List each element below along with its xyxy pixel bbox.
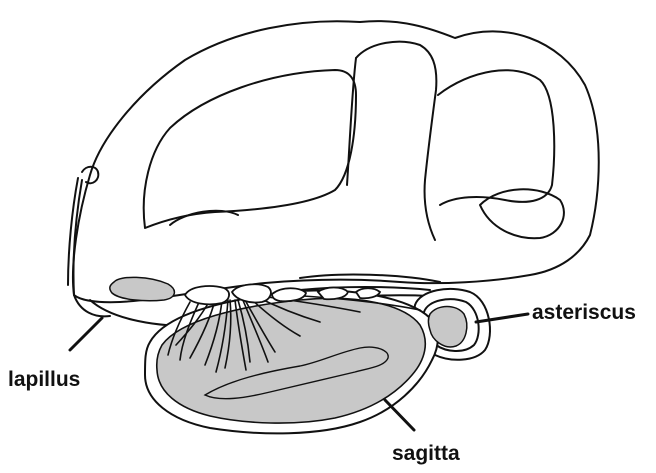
- label-asteriscus: asteriscus: [532, 302, 636, 323]
- label-lapillus: lapillus: [8, 369, 80, 390]
- leader-line-sagitta: [385, 400, 414, 430]
- leader-line-lapillus: [70, 318, 102, 350]
- label-sagitta: sagitta: [392, 443, 460, 464]
